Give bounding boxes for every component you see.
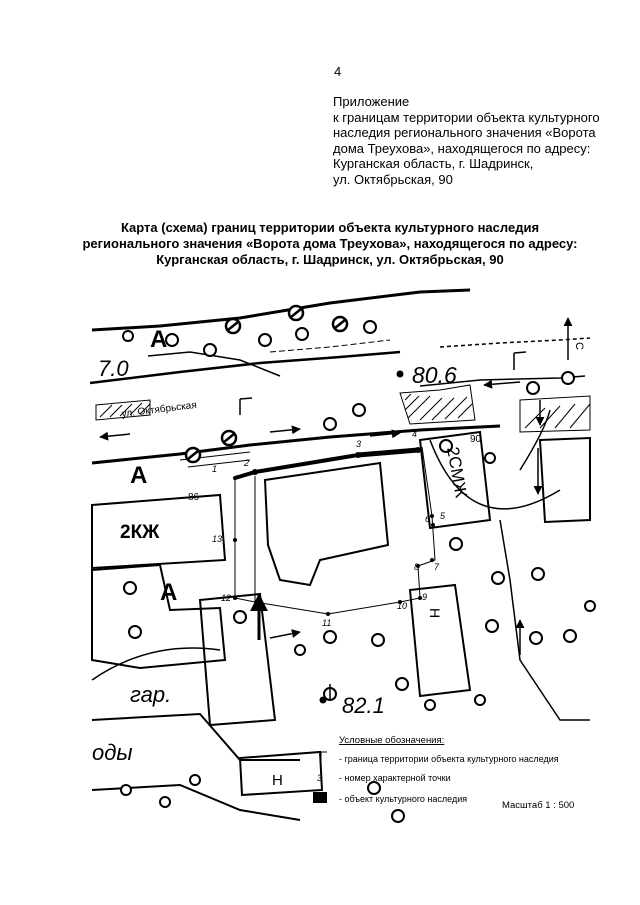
road-signs <box>184 304 349 464</box>
building-label: Н <box>272 772 283 789</box>
point-numbers: 1 2 3 4 5 6 7 8 9 10 11 12 13 <box>212 429 446 628</box>
object-symbol <box>313 792 327 803</box>
building-n-bottom <box>238 750 324 797</box>
map-title-line: регионального значения «Ворота дома Треу… <box>82 236 578 251</box>
appendix-line: Курганская область, г. Шадринск, <box>333 156 534 171</box>
map-title: Карта (схема) границ территории объекта … <box>60 220 600 268</box>
buildings <box>91 430 591 821</box>
point-number: 9 <box>422 592 427 602</box>
characteristic-points <box>233 447 435 616</box>
elevation-label: 82.1 <box>342 693 385 718</box>
street-lines <box>89 288 591 465</box>
zone-letter: А <box>130 462 147 489</box>
building-2smzh <box>418 430 492 530</box>
legend-point: - номер характерной точки <box>339 773 451 783</box>
map-labels: ул. Октябрьская 80.6 82.1 2СМЖ 2КЖ Н Н 8… <box>92 326 585 789</box>
map-title-line: Курганская область, г. Шадринск, ул. Окт… <box>156 252 504 267</box>
elevation-label: 80.6 <box>412 362 457 388</box>
point-number: 8 <box>414 562 419 572</box>
house-number: 86 <box>188 492 200 503</box>
building-label: 2КЖ <box>120 522 160 543</box>
zone-letter: А <box>160 579 177 606</box>
north-label: С <box>573 342 585 350</box>
appendix-line: ул. Октябрьская, 90 <box>333 171 453 187</box>
map-fragment: 7.0 <box>98 356 129 381</box>
building-label: 2СМЖ <box>443 445 471 499</box>
legend-object: - объект культурного наследия <box>339 794 468 804</box>
point-number: 11 <box>322 618 331 628</box>
hatched-blocks <box>95 384 591 468</box>
legend-boundary: - граница территории объекта культурного… <box>339 754 559 764</box>
territory-boundary <box>234 446 436 615</box>
appendix-line: дома Треухова», находящегося по адресу: <box>333 140 591 156</box>
point-number: 5 <box>440 511 446 521</box>
legend-symbols <box>313 751 327 803</box>
appendix-line: к границам территории объекта культурног… <box>333 109 600 125</box>
point-number: 1 <box>212 464 217 474</box>
building-n <box>408 583 472 698</box>
legend-point-symbol: 3 <box>317 773 322 783</box>
point-number: 2 <box>243 458 249 468</box>
building-2kzh <box>91 493 227 570</box>
elevation-dots <box>319 370 404 704</box>
building-right <box>538 436 591 524</box>
page-number: 4 <box>334 64 342 79</box>
tree-symbols <box>120 320 596 823</box>
object-outline <box>234 447 419 480</box>
map-title-line: Карта (схема) границ территории объекта … <box>120 220 540 235</box>
legend-heading: Условные обозначения: <box>339 735 445 746</box>
curves <box>91 409 561 681</box>
building-label: Н <box>427 608 443 618</box>
appendix-line: наследия регионального значения «Ворота <box>333 125 596 140</box>
point-number: 13 <box>212 534 222 544</box>
zone-letter: А <box>150 326 167 353</box>
map-fragment: гар. <box>130 682 171 707</box>
point-number: 4 <box>412 429 417 439</box>
traffic-arrows <box>99 317 573 700</box>
point-number: 12 <box>221 593 231 603</box>
point-number: 6 <box>425 514 430 524</box>
point-number: 7 <box>434 562 440 572</box>
map-scale: Масштаб 1 : 500 <box>502 800 575 811</box>
building-a <box>91 563 227 670</box>
point-number: 10 <box>397 601 407 611</box>
building-main <box>263 461 390 587</box>
house-number: 90 <box>470 434 482 445</box>
appendix-note: Приложение к границам территории объекта… <box>333 94 633 187</box>
map-fragment: оды <box>92 740 133 765</box>
building-small <box>198 592 277 727</box>
point-number: 3 <box>356 439 361 449</box>
appendix-line: Приложение <box>333 94 410 109</box>
